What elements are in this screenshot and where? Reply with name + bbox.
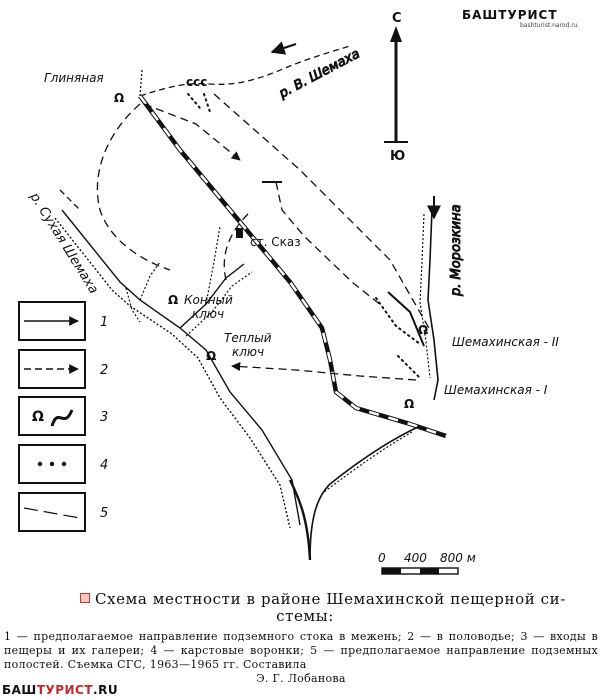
caption-line-1: Схема местности в районе Шемахинской пещ… <box>95 590 566 608</box>
cave-entrance-top: ссс <box>186 75 207 89</box>
notes-text: 1 — предполагаемое направление подземног… <box>4 630 598 671</box>
cave-entrance-shem1: Ω <box>404 397 414 411</box>
legend-num-1: 1 <box>100 315 108 330</box>
legend-item-4: 4 <box>18 444 108 484</box>
legend-num-4: 4 <box>100 458 108 473</box>
river-sukhaya-shemakha <box>54 209 301 529</box>
legend-num-2: 2 <box>100 363 108 378</box>
cave-entrance-teply: Ω <box>206 349 216 363</box>
north-label: С <box>392 11 402 26</box>
label-konny-1: Конный <box>184 293 233 307</box>
cave-entrance-glinyanaya: Ω <box>114 91 124 105</box>
north-arrow: С Ю <box>384 11 408 164</box>
station-marker <box>236 228 243 238</box>
flow-paths-dashed <box>59 93 431 381</box>
brand-site-top: bashturist.narod.ru <box>520 22 578 29</box>
scale-tick-0: 0 <box>378 551 386 565</box>
label-river-sukhaya: р. Сухая Шемаха <box>26 189 101 296</box>
legend-cave-icon: Ω <box>32 409 44 425</box>
brand-logo-top: БАШТУРИСТ <box>462 8 558 22</box>
caption-line-2: стемы: <box>276 607 334 625</box>
label-shem1: Шемахинская - I <box>444 383 548 397</box>
legend-item-2: 2 <box>18 349 108 389</box>
label-shem2: Шемахинская - II <box>452 335 559 349</box>
brand-bottom-prefix: БАШ <box>2 683 37 697</box>
place-labels: Глиняная ст. Сказ Конный ключ Теплый клю… <box>26 71 559 397</box>
railway-line <box>138 94 447 439</box>
legend-num-5: 5 <box>100 506 108 521</box>
label-river-v-shemakha: р. В. Шемаха <box>276 46 363 102</box>
cave-entrance-shem2: Ω <box>418 323 428 337</box>
sinkhole-dots <box>187 93 421 379</box>
brand-bottom-suffix: .RU <box>93 683 119 697</box>
cave-entrances: Ω Ω Ω Ω Ω ссс <box>114 75 428 411</box>
label-teply-2: ключ <box>232 345 264 359</box>
label-river-morozkina: р. Морозкина <box>449 204 464 297</box>
label-glinyanaya: Глиняная <box>44 71 104 85</box>
map-scheme: С Ю р. В. Шемаха р. Морозкина <box>18 11 559 575</box>
notes-author: Э. Г. Лобанова <box>256 672 346 685</box>
river-morozkina: р. Морозкина <box>419 196 465 401</box>
label-teply-1: Теплый <box>224 331 272 345</box>
scale-bar: 0 400 800 м <box>378 551 476 575</box>
figure-notes: 1 — предполагаемое направление подземног… <box>4 630 598 686</box>
cave-entrance-konny: Ω <box>168 293 178 307</box>
river-v-shemakha: р. В. Шемаха <box>139 41 363 103</box>
legend: 1 2 Ω 3 4 5 <box>18 301 108 532</box>
legend-num-3: 3 <box>100 410 108 425</box>
scale-tick-800: 800 м <box>440 551 476 565</box>
south-label: Ю <box>390 149 405 164</box>
label-konny-2: ключ <box>192 307 224 321</box>
figure-caption: Схема местности в районе Шемахинской пещ… <box>80 591 590 625</box>
scale-tick-400: 400 <box>404 551 427 565</box>
valley-lines <box>139 69 421 561</box>
brand-logo-bottom: БАШТУРИСТ.RU <box>2 683 118 697</box>
caption-marker-icon <box>80 593 90 603</box>
label-station: ст. Сказ <box>250 235 301 249</box>
legend-item-3: Ω 3 <box>18 396 108 436</box>
legend-item-1: 1 <box>18 301 108 341</box>
brand-bottom-name: ТУРИСТ <box>36 683 94 697</box>
legend-item-5: 5 <box>18 492 108 532</box>
